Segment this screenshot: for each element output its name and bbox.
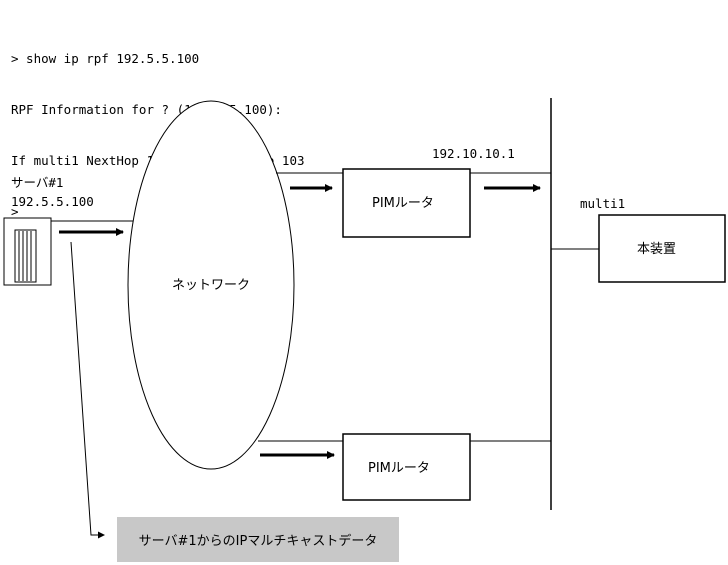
device-box xyxy=(598,214,726,283)
legend-pointer-line xyxy=(70,241,105,539)
network-label: ネットワーク xyxy=(172,278,250,293)
server-label: サーバ#1 xyxy=(11,175,63,190)
router-bottom-label: PIMルータ xyxy=(368,461,430,476)
interface-label: multi1 xyxy=(580,196,625,211)
device-label: 本装置 xyxy=(637,242,676,257)
legend-label: サーバ#1からのIPマルチキャストデータ xyxy=(138,534,378,549)
router-bottom-box xyxy=(342,433,471,501)
nexthop-ip-label: 192.10.10.1 xyxy=(432,146,515,161)
server-ip-label: 192.5.5.100 xyxy=(11,194,94,209)
router-top-box xyxy=(342,168,471,238)
terminal-line: > xyxy=(11,204,19,219)
terminal-line: > show ip rpf 192.5.5.100 xyxy=(11,51,200,66)
router-top-label: PIMルータ xyxy=(372,196,434,211)
server-icon xyxy=(3,217,52,286)
network-ellipse xyxy=(127,100,295,470)
legend-box: サーバ#1からのIPマルチキャストデータ xyxy=(117,517,399,562)
